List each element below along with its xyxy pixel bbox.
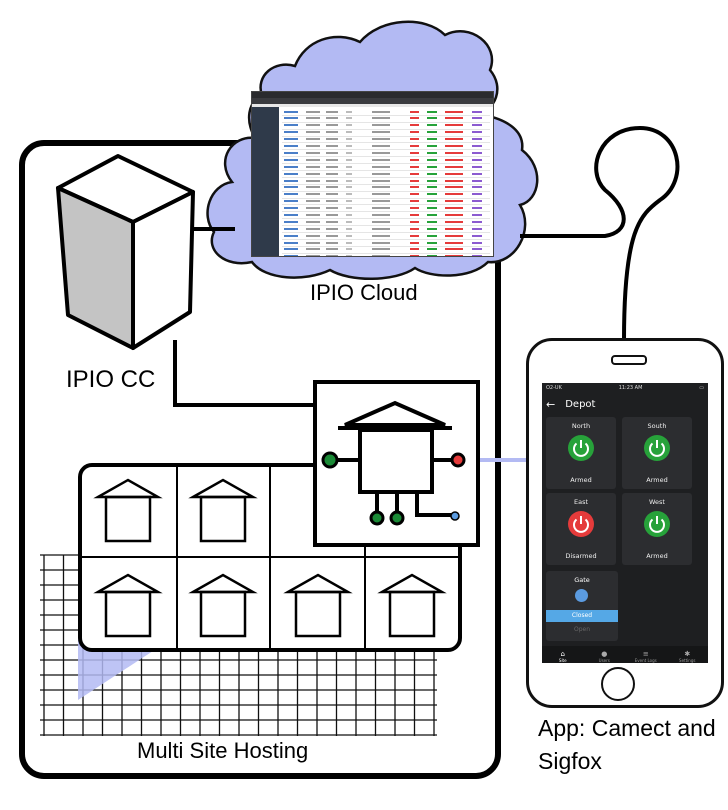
tab-label: Site — [558, 658, 567, 663]
gate-status-dot — [575, 589, 588, 602]
dashboard-row — [282, 185, 490, 192]
house-icon — [199, 495, 247, 543]
tab-label: Settings — [679, 658, 696, 663]
output-led-green-2 — [389, 510, 405, 526]
power-icon[interactable] — [568, 435, 594, 461]
multi-site-label: Multi Site Hosting — [137, 738, 309, 763]
house-icon — [388, 590, 436, 638]
dashboard-row — [282, 171, 490, 178]
power-icon[interactable] — [644, 435, 670, 461]
dashboard-row — [282, 233, 490, 240]
input-led-red — [450, 452, 466, 468]
zone-state: Disarmed — [565, 552, 597, 560]
dashboard-row — [282, 157, 490, 165]
zone-state: Armed — [570, 476, 592, 484]
dashboard-row — [282, 109, 490, 116]
dashboard-row — [282, 178, 490, 185]
cloud-dashboard-screenshot — [251, 91, 494, 257]
home-button[interactable] — [601, 667, 635, 701]
server-icon — [56, 154, 195, 350]
zone-name: East — [573, 498, 589, 506]
dashboard-row — [282, 205, 490, 213]
dashboard-row — [282, 130, 490, 137]
status-bar: O2-UK 11:23 AM ▭ — [542, 383, 708, 393]
zone-name: North — [571, 422, 591, 430]
dashboard-row — [282, 164, 490, 172]
dashboard-row — [282, 254, 490, 256]
zone-tile-south[interactable]: South Armed — [622, 417, 692, 489]
carrier: O2-UK — [546, 385, 562, 391]
dashboard-row — [282, 116, 490, 123]
tab-users[interactable]: ●Users — [584, 650, 624, 663]
input-led-green — [321, 451, 339, 469]
zone-name: South — [647, 422, 667, 430]
dashboard-row — [282, 219, 490, 227]
app-label: App: Camect and Sigfox — [538, 715, 716, 774]
list-icon: ≡ — [642, 650, 649, 658]
cloud-label: IPIO Cloud — [310, 280, 418, 305]
user-icon: ● — [601, 650, 608, 658]
dashboard-row — [282, 199, 490, 206]
site-device-panel — [313, 380, 480, 547]
battery-icon: ▭ — [699, 385, 704, 391]
gear-icon: ✱ — [684, 650, 691, 658]
zone-state: Armed — [646, 552, 668, 560]
dashboard-row — [282, 247, 490, 254]
connections — [173, 125, 680, 407]
zone-state: Armed — [646, 476, 668, 484]
power-icon[interactable] — [644, 511, 670, 537]
dashboard-row — [282, 240, 490, 247]
control-center-label: IPIO CC — [66, 366, 156, 393]
arrow-left-icon[interactable]: ← — [546, 397, 556, 411]
phone-speaker — [611, 355, 647, 365]
dashboard-row — [282, 137, 490, 144]
zone-tile-north[interactable]: North Armed — [546, 417, 616, 489]
tab-settings[interactable]: ✱Settings — [667, 650, 707, 663]
dashboard-row — [282, 192, 490, 199]
page-title: Depot — [565, 398, 596, 410]
house-icon — [199, 590, 247, 638]
gate-open-button[interactable]: Open — [573, 626, 591, 633]
clock: 11:23 AM — [618, 385, 643, 391]
app-header: ← Depot — [542, 395, 708, 413]
tab-label: Event Logs — [634, 658, 657, 663]
zone-tile-west[interactable]: West Armed — [622, 493, 692, 565]
power-icon[interactable] — [568, 511, 594, 537]
zone-name: West — [649, 498, 665, 506]
tab-bar: ⌂Site●Users≡Event Logs✱Settings — [542, 646, 708, 663]
house-icon — [104, 495, 152, 543]
house-icon — [294, 590, 342, 638]
house-icon — [104, 590, 152, 638]
output-led-green-1 — [369, 510, 385, 526]
gate-name: Gate — [574, 576, 590, 584]
dashboard-row — [282, 150, 490, 158]
gate-tile[interactable]: Gate Closed Open — [546, 571, 618, 641]
tab-site[interactable]: ⌂Site — [543, 650, 583, 663]
dashboard-row — [282, 226, 490, 234]
zone-tile-east[interactable]: East Disarmed — [546, 493, 616, 565]
tab-event-logs[interactable]: ≡Event Logs — [626, 650, 666, 663]
dashboard-row — [282, 123, 490, 130]
gate-closed-button[interactable]: Closed — [546, 610, 618, 622]
home-icon: ⌂ — [560, 650, 565, 658]
output-led-blue — [450, 511, 460, 521]
tab-label: Users — [598, 658, 610, 663]
dashboard-row — [282, 212, 490, 220]
dashboard-row — [282, 143, 490, 151]
